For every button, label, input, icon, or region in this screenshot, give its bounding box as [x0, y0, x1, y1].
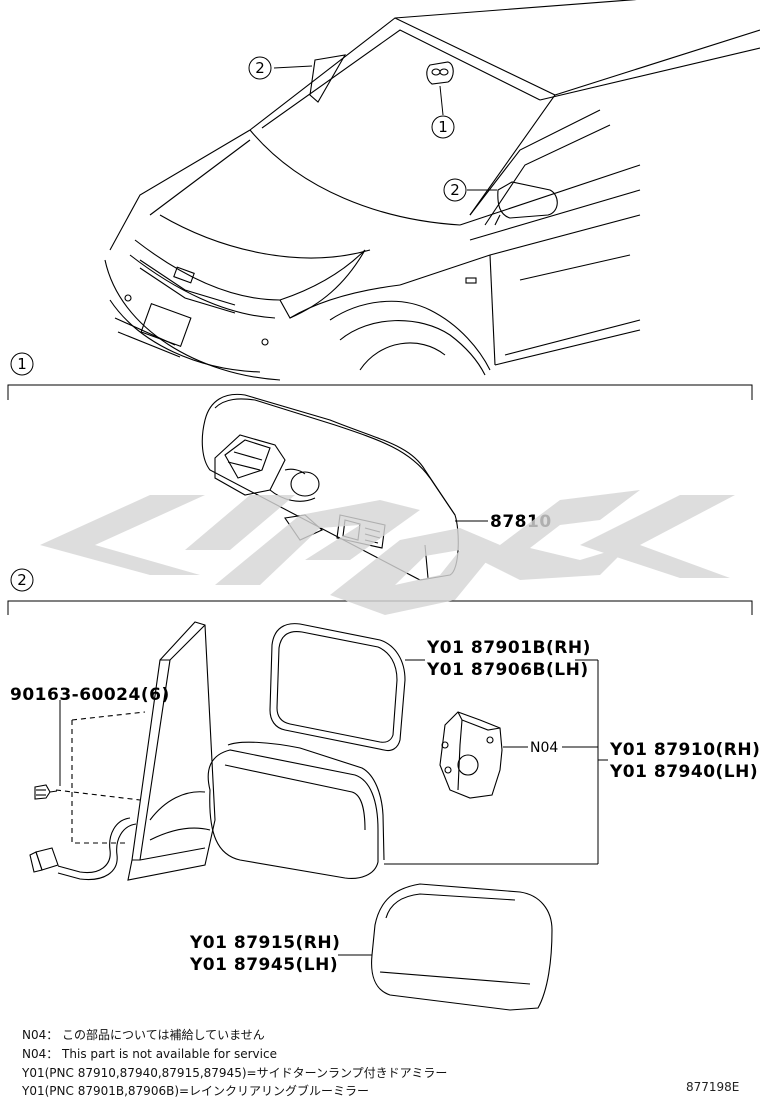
car-callout-1: 1: [431, 115, 455, 139]
part-number-glass-lh: Y01 87906B(LH): [426, 660, 589, 680]
svg-text:1: 1: [438, 118, 448, 136]
car-leader-lines: [273, 65, 497, 191]
part-number-screw: 90163-60024(6): [10, 685, 170, 705]
part-number-glass-rh: Y01 87901B(RH): [426, 638, 591, 658]
svg-text:1: 1: [17, 355, 27, 373]
part-number-cover-rh: Y01 87915(RH): [189, 933, 340, 953]
note-y01-turn-lamp: Y01(PNC 87910,87940,87915,87945)=サイドターンラ…: [22, 1066, 448, 1080]
section-1-header: 1: [7, 352, 753, 400]
part-number-cover-lh: Y01 87945(LH): [189, 955, 338, 975]
door-mirror-illustration: [29, 621, 385, 881]
part-number-assembly-lh: Y01 87940(LH): [609, 762, 758, 782]
illustration-code: 877198E: [686, 1080, 740, 1094]
section-2-leader-lines: [59, 659, 608, 956]
watermark-logo: [40, 490, 735, 615]
mirror-glass-illustration: [269, 623, 406, 752]
svg-text:2: 2: [450, 181, 460, 199]
mirror-motor-illustration: [439, 711, 503, 799]
motor-code-n04: N04: [530, 740, 558, 756]
note-y01-rain-clearing: Y01(PNC 87901B,87906B)=レインクリアリングブルーミラー: [22, 1084, 370, 1098]
svg-text:2: 2: [17, 571, 27, 589]
part-number-assembly-rh: Y01 87910(RH): [609, 740, 760, 760]
car-callout-2-side: 2: [443, 178, 467, 202]
mirror-cover-illustration: [371, 883, 553, 1011]
note-n04-japanese: N04： この部品については補給していません: [22, 1028, 265, 1042]
svg-text:2: 2: [255, 59, 265, 77]
car-illustration: [104, 0, 760, 381]
note-n04-english: N04： This part is not available for serv…: [22, 1047, 277, 1061]
car-callout-2-top: 2: [248, 56, 272, 80]
